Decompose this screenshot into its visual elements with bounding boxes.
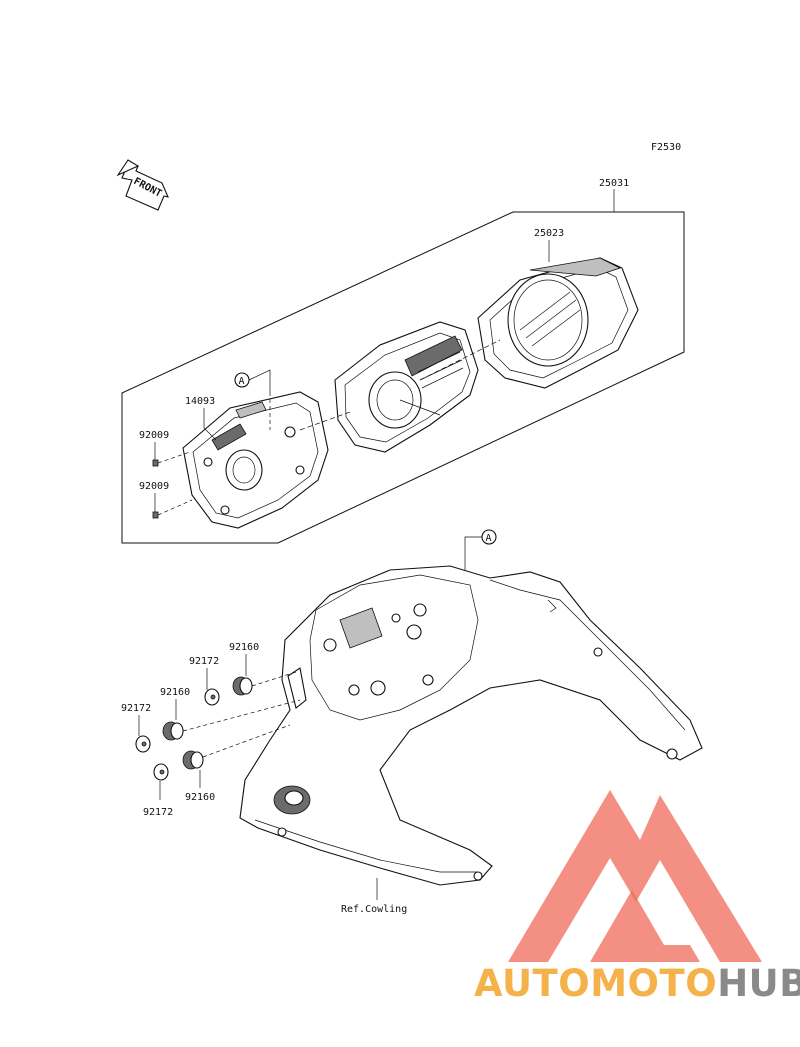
label-92172-low: 92172 (143, 807, 173, 818)
cowling (239, 565, 703, 886)
damper-icon-low (182, 724, 291, 770)
damper-icon-mid (162, 699, 301, 741)
svg-text:AUTOMOTOHUB: AUTOMOTOHUB (474, 962, 800, 1005)
label-92160-top: 92160 (229, 642, 259, 653)
screw-icon-lower (152, 499, 193, 519)
label-25023: 25023 (534, 228, 564, 239)
logo-text-automoto: AUTOMOTO (474, 962, 717, 1005)
assembly-outline (121, 211, 685, 544)
screw-icon-upper (152, 451, 191, 467)
label-92160-mid: 92160 (160, 687, 190, 698)
label-ref-cowling: Ref.Cowling (341, 904, 407, 915)
callout-a-top: A (239, 376, 245, 387)
callout-a-bottom: A (486, 533, 492, 544)
collar-icon-mid (135, 735, 151, 753)
collar-icon-top (204, 688, 220, 706)
logo-triangle-outer (508, 790, 762, 962)
logo-triangle-inner (590, 890, 700, 962)
collar-icon-low (153, 763, 169, 781)
label-92009-lower: 92009 (139, 481, 169, 492)
meter-bracket (182, 391, 329, 529)
figure-code: F2530 (651, 142, 681, 153)
meter-cover (477, 257, 639, 389)
label-92009-upper: 92009 (139, 430, 169, 441)
label-92172-top: 92172 (189, 656, 219, 667)
meter-body (334, 321, 479, 453)
front-arrow-icon: FRONT (116, 159, 169, 211)
label-92172-mid: 92172 (121, 703, 151, 714)
label-14093: 14093 (185, 396, 215, 407)
damper-icon-top (232, 671, 297, 696)
automotohub-logo: AUTOMOTOHUB (474, 790, 800, 1005)
label-92160-low: 92160 (185, 792, 215, 803)
logo-text-hub: HUB (717, 962, 800, 1005)
label-25031: 25031 (599, 178, 629, 189)
